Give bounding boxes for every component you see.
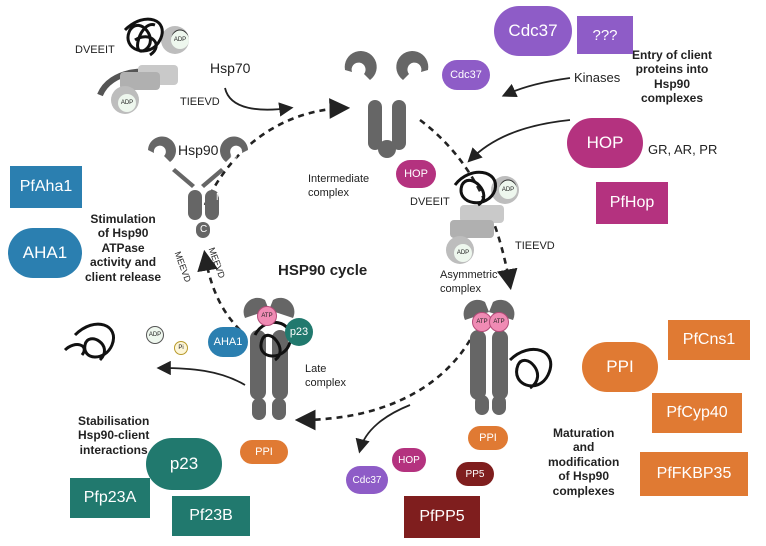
pfcyp40-box: PfCyp40	[652, 393, 742, 433]
dveeit-mid-label: DVEEIT	[410, 196, 450, 208]
aha1-box: AHA1	[8, 228, 82, 278]
unknown-box: ???	[577, 16, 633, 54]
ppi-bound-bubble-asym: PPI	[468, 426, 508, 450]
maturation-heading-line-5: complexes	[552, 483, 615, 498]
maturation-heading-line-3: modification	[548, 454, 620, 469]
domain-c-label: C	[200, 224, 208, 235]
hop-box: HOP	[567, 118, 643, 168]
hsp90-intermediate	[344, 50, 429, 158]
entry-heading-line-2: proteins into	[635, 62, 709, 77]
client-protein-tangle	[123, 17, 164, 57]
gr-arrow	[467, 119, 571, 163]
pf23b-box: Pf23B	[172, 496, 250, 536]
ppi-bound-bubble-late: PPI	[240, 440, 288, 464]
cdc37-box: Cdc37	[494, 6, 572, 56]
intermediate-complex-line-2: complex	[308, 187, 349, 199]
maturation-heading-line-2: and	[573, 440, 595, 455]
adp-bubble-4: ADP	[454, 244, 472, 262]
hsp90-label: Hsp90	[178, 142, 219, 158]
adp-bubble-2: ADP	[118, 94, 136, 112]
asymmetric-complex-label: Asymmetric complex	[440, 268, 497, 296]
hop-bound-bubble: HOP	[396, 160, 436, 188]
pi-bubble: Pi	[174, 341, 188, 355]
intermediate-complex-line-1: Intermediate	[308, 173, 370, 185]
pfcns1-box: PfCns1	[668, 320, 750, 360]
maturation-heading-line-4: of Hsp90	[558, 469, 610, 484]
stabilisation-heading-line-3: interactions	[79, 442, 148, 457]
pfaha1-box: PfAha1	[10, 166, 82, 208]
hsp70-label: Hsp70	[210, 60, 251, 76]
tieevd-top-label: TIEEVD	[180, 96, 220, 108]
late-complex-label: Late complex	[305, 362, 346, 390]
stimulation-heading-line-5: client release	[85, 269, 162, 284]
cycle-arrow-open-to-intermediate	[203, 98, 351, 206]
p23-bound-bubble: p23	[285, 318, 313, 346]
kinases-arrow	[501, 77, 571, 97]
hop-small-bubble: HOP	[392, 448, 426, 472]
late-complex-line-2: complex	[305, 377, 346, 389]
maturation-heading-line-1: Maturation	[553, 426, 615, 440]
asymmetric-complex-line-1: Asymmetric	[440, 269, 498, 281]
hsp90-asymmetric	[463, 299, 553, 415]
pfhop-box: PfHop	[596, 182, 668, 224]
release-arrow	[355, 404, 411, 454]
stabilisation-heading: Stabilisation Hsp90-client interactions	[78, 414, 149, 457]
hsp90-late	[243, 297, 295, 420]
hsp70-arrow	[224, 87, 294, 117]
dveeit-top-label: DVEEIT	[75, 44, 115, 56]
stimulation-heading: Stimulation of Hsp90 ATPase activity and…	[85, 212, 161, 284]
domain-m-label: M	[216, 192, 225, 203]
pfpp5-box: PfPP5	[404, 496, 480, 538]
atp-bubble-asym-right: ATP	[489, 312, 509, 332]
hsp90-open	[148, 136, 248, 238]
stabilisation-heading-line-2: Hsp90-client	[78, 428, 150, 443]
entry-heading: Entry of client proteins into Hsp90 comp…	[632, 48, 712, 106]
aha1-bound-bubble: AHA1	[208, 327, 248, 357]
stimulation-heading-line-4: activity and	[90, 255, 157, 270]
late-complex-line-1: Late	[305, 363, 327, 375]
stimulation-heading-line-3: ATPase	[101, 240, 145, 255]
asymmetric-complex-line-2: complex	[440, 283, 481, 295]
kinases-label: Kinases	[574, 70, 621, 85]
intermediate-complex-label: Intermediate complex	[308, 172, 369, 200]
diagram-title: HSP90 cycle	[278, 262, 368, 279]
stimulation-heading-line-2: of Hsp90	[97, 226, 149, 241]
pfp23a-box: Pfp23A	[70, 478, 150, 518]
atp-bubble-late: ATP	[257, 306, 277, 326]
cdc37-bound-bubble: Cdc37	[442, 60, 490, 90]
stabilisation-heading-line-1: Stabilisation	[78, 414, 150, 428]
pffkbp35-box: PfFKBP35	[640, 452, 748, 496]
cdc37-small-bubble: Cdc37	[346, 466, 388, 494]
gr-ar-pr-label: GR, AR, PR	[648, 142, 718, 157]
entry-heading-line-4: complexes	[640, 91, 704, 106]
adp-bubble-1: ADP	[171, 31, 189, 49]
adp-bubble-released: ADP	[146, 326, 164, 344]
solid-arrows	[156, 77, 571, 454]
pp5-small-bubble: PP5	[456, 462, 494, 486]
domain-n-label: N	[230, 152, 238, 163]
client-release-arrow	[156, 360, 246, 386]
entry-heading-line-3: Hsp90	[653, 76, 691, 91]
released-client	[63, 322, 115, 362]
entry-heading-line-1: Entry of client	[632, 48, 713, 62]
maturation-heading: Maturation and modification of Hsp90 com…	[548, 426, 619, 498]
tieevd-mid-label: TIEEVD	[515, 240, 555, 252]
stimulation-heading-line-1: Stimulation	[90, 212, 156, 226]
ppi-box: PPI	[582, 342, 658, 392]
p23-box: p23	[146, 438, 222, 490]
cycle-arrow-asymmetric-to-late	[294, 339, 472, 431]
adp-bubble-3: ADP	[499, 181, 517, 199]
